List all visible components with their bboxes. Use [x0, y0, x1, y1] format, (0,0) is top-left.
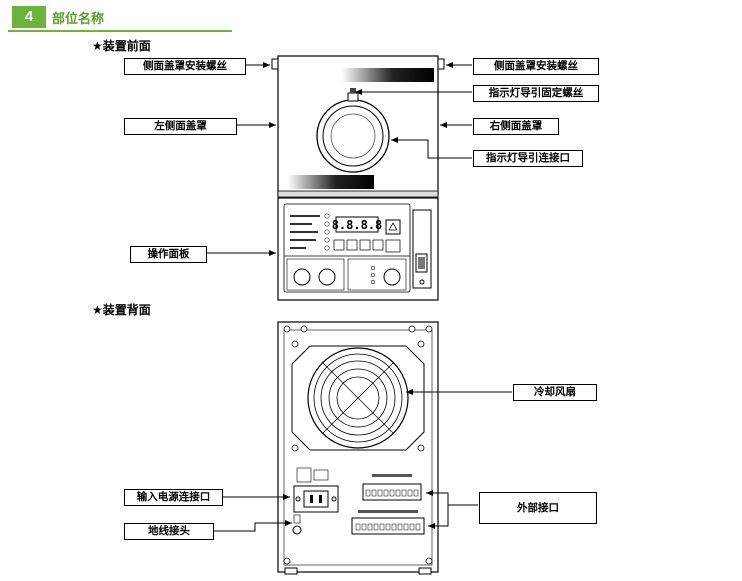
label-control-panel: 操作面板	[130, 246, 207, 263]
front-unit: 8.8.8.8	[271, 55, 445, 301]
section-title: 部位名称	[52, 12, 105, 27]
label-external-interface: 外部接口	[479, 492, 597, 524]
label-side-cover-screw-right: 侧面盖罩安装螺丝	[473, 58, 599, 75]
back-heading: ★装置背面	[92, 303, 151, 317]
light-guide-port	[316, 88, 390, 173]
control-panel-drawing: 8.8.8.8	[277, 197, 439, 301]
front-top-decal	[342, 68, 434, 82]
label-left-side-cover: 左侧面盖罩	[124, 118, 237, 135]
led-display: 8.8.8.8	[332, 218, 383, 232]
section-header: 4 部位名称	[8, 6, 232, 32]
power-inlet-drawing	[293, 467, 339, 513]
section-underline	[8, 30, 232, 32]
label-light-guide-port: 指示灯导引连接口	[473, 150, 583, 167]
label-light-guide-fix-screw: 指示灯导引固定螺丝	[473, 85, 599, 102]
front-leader-lines	[206, 62, 472, 256]
label-cooling-fan: 冷却风扇	[513, 384, 597, 401]
cooling-fan-drawing	[291, 345, 425, 451]
ground-terminal-drawing	[292, 514, 302, 535]
label-power-input: 输入电源连接口	[124, 489, 223, 506]
label-ground-terminal: 地线接头	[124, 523, 214, 540]
label-side-cover-screw-left: 侧面盖罩安装螺丝	[124, 58, 246, 75]
front-bottom-decal	[288, 175, 374, 189]
back-leader-lines	[214, 389, 512, 532]
section-number: 4	[12, 6, 46, 28]
label-right-side-cover: 右侧面盖罩	[473, 118, 559, 135]
external-interface-drawing	[351, 474, 425, 535]
back-unit	[277, 321, 439, 575]
front-heading: ★装置前面	[92, 39, 151, 53]
